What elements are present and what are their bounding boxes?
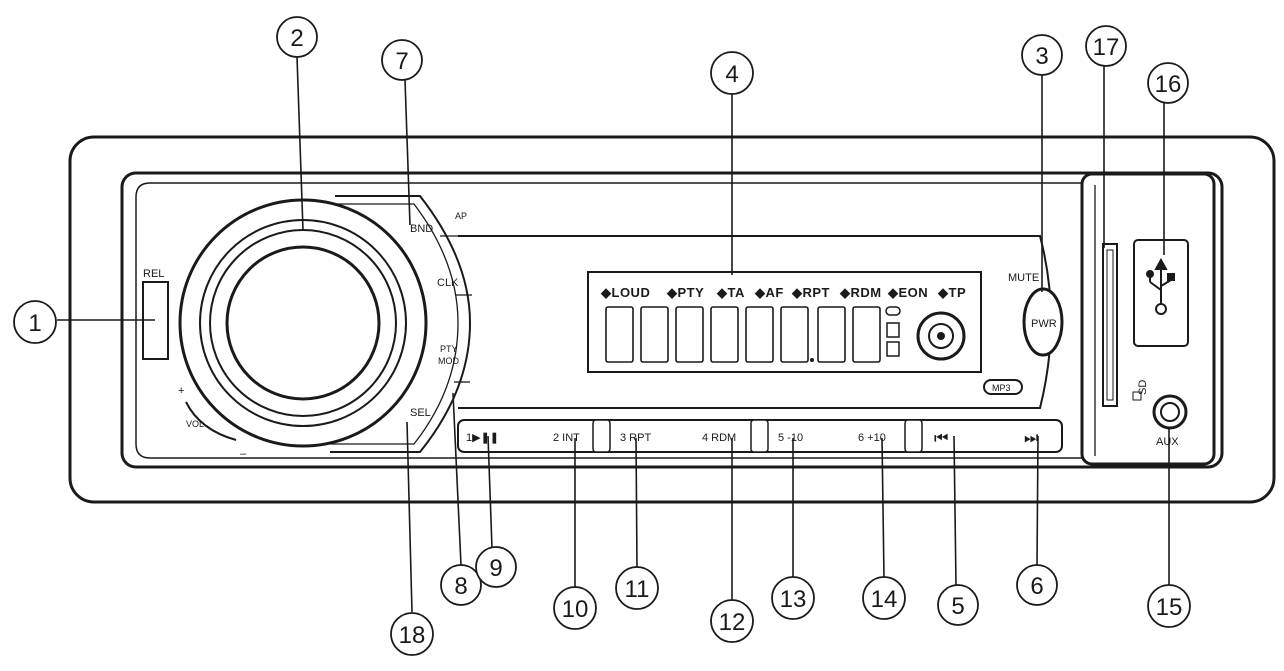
stereo-indicator [885,306,901,316]
preset-6-button[interactable]: 6 +10 [858,432,886,444]
band-button[interactable]: BND [410,223,433,235]
callout-18 [390,612,434,656]
vol-arc [185,401,237,441]
indicator-ta: ◆TA [716,285,745,300]
callout-16 [1147,62,1189,104]
callout-10-text: 10 [562,596,589,623]
callout-1-text: 1 [28,310,41,337]
callout-15 [1147,584,1191,628]
callout-12 [710,599,754,643]
indicator-rdm: ◆RDM [839,285,882,300]
callout-numbers: 1 2 3 4 5 6 7 8 9 10 11 12 13 14 15 16 1… [28,25,1182,649]
ap-label: AP [455,211,467,221]
callout-18-text: 18 [399,622,426,649]
usb-icon [1146,257,1175,315]
callout-4 [710,51,754,95]
callout-2 [276,16,318,58]
callout-14-text: 14 [871,586,898,613]
volume-knob-cap [225,245,381,401]
callout-10 [553,586,597,630]
mute-label: MUTE [1008,272,1039,284]
sel-button[interactable]: SEL [410,407,431,419]
callout-6-text: 6 [1030,573,1043,600]
callout-13 [771,576,815,620]
callout-7-text: 7 [395,48,408,75]
callouts [13,16,1191,656]
clk-button[interactable]: CLK [437,277,459,289]
sd-label: SD [1137,380,1149,395]
sd-card-slot[interactable] [1102,243,1118,407]
callout-17-text: 17 [1093,34,1120,61]
callout-15-text: 15 [1156,594,1183,621]
prev-track-button[interactable]: ⏮ [934,428,948,447]
mp3-badge-text: MP3 [992,383,1011,393]
leader-lines [57,56,1170,613]
preset-dividers [592,419,923,453]
disc-icon [916,311,966,361]
indicator-tp: ◆TP [937,285,966,300]
callout-13-text: 13 [780,586,807,613]
media-compartment [1080,172,1216,466]
vol-minus-label: – [240,448,247,460]
power-button[interactable] [1022,287,1064,357]
segment-digits [605,306,881,363]
callout-12-text: 12 [719,609,746,636]
preset-2-button[interactable]: 2 INT [553,432,580,444]
callout-14 [862,576,906,620]
rel-label: REL [143,268,164,280]
vol-label: VOL [186,419,204,429]
faceplate [135,182,1083,459]
callout-8-text: 8 [454,573,467,600]
indicator-pty: ◆PTY [666,285,704,300]
aux-jack[interactable] [1152,394,1188,430]
callout-6 [1016,564,1058,606]
callout-9-text: 9 [489,555,502,582]
vol-plus-label: + [178,385,184,397]
callout-3 [1021,34,1063,76]
mp3-badge [983,379,1023,395]
side-buttons-housing [330,195,472,453]
callout-11 [615,566,659,610]
callout-11-text: 11 [625,576,650,603]
display-indicators: ◆LOUD ◆PTY ◆TA ◆AF ◆RPT ◆RDM ◆EON ◆TP [600,285,966,300]
preset-5-button[interactable]: 5 -10 [778,432,803,444]
indicator-af: ◆AF [754,285,784,300]
preset-4-button[interactable]: 4 RDM [702,432,736,444]
callout-16-text: 16 [1155,71,1182,98]
volume-knob-outer[interactable] [178,198,428,448]
callout-4-text: 4 [725,61,738,88]
callout-3-text: 3 [1035,43,1048,70]
callout-7 [381,39,423,81]
callout-1 [13,300,57,344]
indicator-loud: ◆LOUD [600,285,650,300]
callout-2-text: 2 [290,25,303,52]
callout-9 [475,546,517,588]
pty-button-line2[interactable]: MOD [438,356,459,366]
callout-8 [440,564,482,606]
indicator-rpt: ◆RPT [791,285,830,300]
aux-label: AUX [1156,436,1179,448]
preset-1-button[interactable]: 1▶❚❚ [466,432,499,444]
pty-button-line1[interactable]: PTY [440,344,458,354]
callout-5-text: 5 [951,593,964,620]
pwr-label: PWR [1031,318,1057,330]
callout-17 [1085,25,1127,67]
callout-5 [937,584,979,626]
preset-3-button[interactable]: 3 RPT [620,432,651,444]
indicator-eon: ◆EON [887,285,928,300]
next-track-button[interactable]: ⏭ [1024,428,1038,447]
